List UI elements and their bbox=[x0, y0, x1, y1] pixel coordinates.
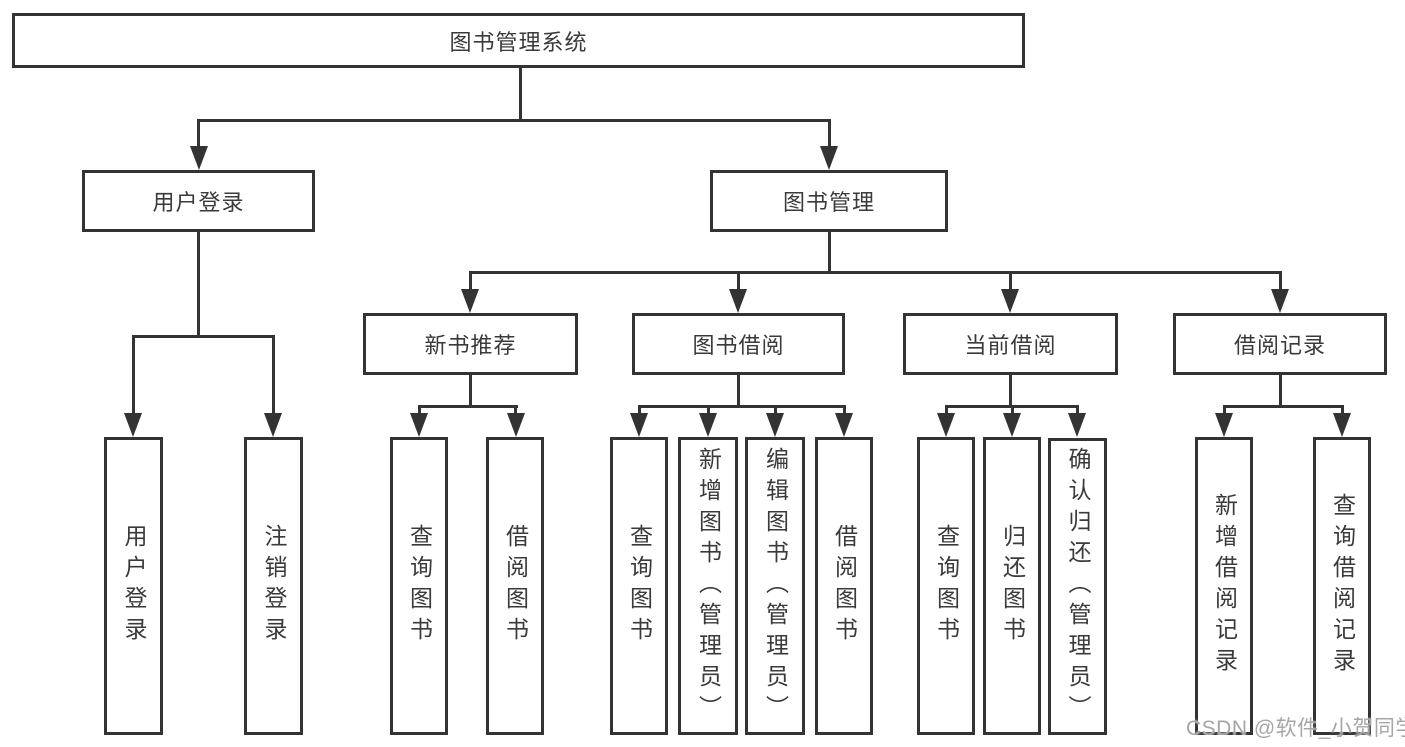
connector-stub-book-mgmt bbox=[827, 122, 831, 150]
leaf-logout-login: 注销登录 bbox=[244, 437, 303, 735]
connector-borrow-record-drop bbox=[1278, 375, 1282, 408]
node-label: 图书管理 bbox=[782, 190, 875, 215]
connector-stub-leaf-logout bbox=[271, 335, 275, 417]
node-user-login: 用户登录 bbox=[82, 170, 315, 232]
leaf-add-book-admin: 新增图书（管理员） bbox=[678, 437, 738, 735]
leaf-label: 借阅图书 bbox=[831, 524, 858, 648]
leaf-query-book-current: 查询图书 bbox=[917, 437, 975, 735]
leaf-label: 新增借阅记录 bbox=[1211, 493, 1238, 679]
arrowhead-borrow-book-2 bbox=[835, 413, 853, 437]
connector-stub bbox=[417, 405, 421, 417]
connector-stub-current-borrow bbox=[1008, 271, 1012, 293]
node-book-management: 图书管理 bbox=[710, 170, 948, 232]
connector-stub-leaf-user-login bbox=[131, 335, 135, 417]
connector-stub-new-book bbox=[468, 271, 472, 293]
connector-book-mgmt-branch bbox=[468, 271, 1282, 274]
arrowhead-leaf-user-login bbox=[124, 413, 142, 437]
leaf-query-borrowing-record: 查询借阅记录 bbox=[1313, 437, 1371, 735]
leaf-label: 注销登录 bbox=[261, 524, 287, 648]
leaf-borrow-book-borrowing: 借阅图书 bbox=[815, 437, 873, 735]
arrowhead-borrow-book-1 bbox=[506, 413, 525, 437]
connector-root-branch bbox=[197, 119, 831, 122]
arrowhead-confirm-return bbox=[1068, 413, 1086, 437]
node-label: 图书借阅 bbox=[692, 333, 785, 358]
node-book-borrowing: 图书借阅 bbox=[632, 313, 845, 375]
connector-stub bbox=[1075, 405, 1079, 417]
leaf-label: 查询图书 bbox=[626, 524, 653, 648]
leaf-confirm-return-admin: 确认归还（管理员） bbox=[1048, 438, 1107, 735]
leaf-label: 新增图书（管理员） bbox=[695, 446, 722, 726]
arrowhead-query-borrow-record bbox=[1333, 413, 1351, 437]
connector-stub bbox=[842, 405, 846, 417]
arrowhead-leaf-logout bbox=[264, 413, 282, 437]
leaf-query-book-recommend: 查询图书 bbox=[390, 437, 448, 735]
arrowhead-add-borrow-record bbox=[1215, 413, 1233, 437]
connector-stub bbox=[706, 405, 710, 417]
node-label: 借阅记录 bbox=[1233, 333, 1326, 358]
leaf-label: 归还图书 bbox=[999, 524, 1026, 648]
leaf-user-login: 用户登录 bbox=[104, 437, 163, 735]
arrowhead-query-book-1 bbox=[410, 413, 428, 437]
connector-stub-borrow-record bbox=[1278, 271, 1282, 293]
arrowhead-current-borrow bbox=[1001, 289, 1019, 313]
connector-stub bbox=[514, 405, 517, 417]
connector-book-mgmt-drop bbox=[827, 232, 831, 274]
arrowhead-edit-book bbox=[766, 413, 784, 437]
node-new-book-recommend: 新书推荐 bbox=[363, 313, 578, 375]
arrowhead-user-login bbox=[189, 146, 208, 170]
node-label: 用户登录 bbox=[152, 190, 245, 215]
connector-stub bbox=[944, 405, 948, 417]
connector-borrow-record-branch bbox=[1222, 405, 1344, 408]
connector-stub-user-login bbox=[197, 122, 200, 150]
arrowhead-book-borrow bbox=[729, 289, 747, 313]
leaf-return-book: 归还图书 bbox=[983, 437, 1041, 735]
leaf-label: 用户登录 bbox=[121, 524, 147, 648]
leaf-label: 编辑图书（管理员） bbox=[762, 446, 789, 726]
connector-stub bbox=[637, 405, 641, 417]
connector-stub bbox=[1222, 405, 1226, 417]
arrowhead-borrow-record bbox=[1271, 289, 1289, 313]
connector-user-login-branch bbox=[131, 335, 275, 338]
node-label: 新书推荐 bbox=[424, 333, 517, 358]
connector-root-drop bbox=[519, 66, 522, 122]
leaf-label: 查询借阅记录 bbox=[1329, 493, 1356, 679]
node-label: 图书管理系统 bbox=[449, 29, 588, 55]
connector-book-borrow-branch bbox=[637, 405, 846, 408]
arrowhead-book-mgmt bbox=[820, 146, 838, 170]
connector-stub-book-borrow bbox=[736, 271, 740, 293]
connector-book-borrow-drop bbox=[737, 375, 740, 408]
leaf-edit-book-admin: 编辑图书（管理员） bbox=[745, 437, 805, 735]
leaf-label: 查询图书 bbox=[406, 524, 433, 648]
leaf-label: 查询图书 bbox=[933, 524, 960, 648]
csdn-watermark: CSDN @软件_小贺同学 bbox=[1186, 717, 1405, 740]
arrowhead-return-book bbox=[1003, 413, 1021, 437]
node-root-library-system: 图书管理系统 bbox=[12, 13, 1025, 68]
node-label: 当前借阅 bbox=[964, 333, 1057, 358]
arrowhead-add-book bbox=[699, 413, 717, 437]
connector-new-book-drop bbox=[469, 375, 472, 408]
leaf-add-borrowing-record: 新增借阅记录 bbox=[1195, 437, 1253, 735]
connector-new-book-branch bbox=[417, 405, 518, 408]
leaf-query-book-borrowing: 查询图书 bbox=[610, 437, 668, 735]
leaf-borrow-book-recommend: 借阅图书 bbox=[486, 437, 544, 735]
arrowhead-query-book-2 bbox=[630, 413, 648, 437]
arrowhead-query-book-3 bbox=[937, 413, 955, 437]
connector-stub bbox=[773, 405, 777, 417]
leaf-label: 确认归还（管理员） bbox=[1065, 447, 1091, 726]
connector-stub bbox=[1010, 405, 1014, 417]
node-current-borrowing: 当前借阅 bbox=[903, 313, 1118, 375]
connector-user-login-drop bbox=[196, 232, 200, 338]
arrowhead-new-book bbox=[461, 289, 479, 313]
connector-stub bbox=[1340, 405, 1344, 417]
node-borrowing-records: 借阅记录 bbox=[1173, 313, 1387, 375]
leaf-label: 借阅图书 bbox=[502, 524, 529, 648]
connector-current-borrow-drop bbox=[1009, 375, 1012, 408]
